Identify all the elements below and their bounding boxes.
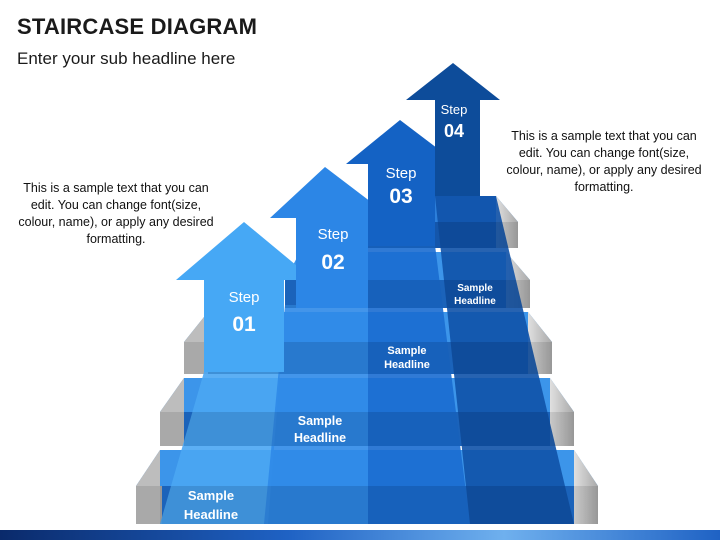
headline-3-line1: Sample — [387, 345, 426, 357]
lane-4 — [435, 196, 574, 524]
step-2-word: Step — [318, 226, 349, 243]
headline-3-line2: Headline — [384, 359, 430, 371]
headline-1-line1: Sample — [188, 488, 234, 503]
headline-2-line1: Sample — [298, 414, 343, 428]
headline-2-line2: Headline — [294, 431, 346, 445]
lane-1 — [160, 372, 280, 524]
step-1-number: 01 — [232, 313, 256, 336]
sample-text-left: This is a sample text that you can edit.… — [18, 181, 214, 246]
arrow-labels: Step 01 Step 02 Step 03 Step 04 — [229, 102, 468, 336]
sample-text-right: This is a sample text that you can edit.… — [506, 129, 702, 194]
headline-4-line1: Sample — [457, 283, 493, 294]
bottom-accent-bar — [0, 530, 720, 540]
lane-front-shade-2 — [184, 412, 574, 446]
lane-front-shade-1 — [160, 486, 598, 524]
arrow-step-1 — [176, 222, 314, 372]
lane-3 — [368, 245, 470, 524]
step-4-word: Step — [441, 102, 468, 117]
lane-2 — [264, 305, 368, 524]
stair-side-right-1 — [574, 450, 598, 524]
stair-side-left-block-2 — [160, 412, 184, 446]
step-3-word: Step — [386, 165, 417, 182]
stair-side-left-block-1 — [136, 486, 162, 524]
arrow-step-3 — [346, 120, 458, 246]
step-4-number: 04 — [444, 121, 464, 141]
page-title: STAIRCASE DIAGRAM — [17, 14, 258, 39]
step-headlines: Sample Headline Sample Headline Sample H… — [184, 283, 496, 522]
headline-1-line2: Headline — [184, 507, 238, 522]
arrow-step-2 — [270, 167, 392, 308]
step-3-number: 03 — [389, 185, 412, 208]
stair-side-right-2 — [550, 378, 574, 446]
arrow-step-4 — [406, 63, 500, 196]
arrows — [176, 63, 500, 372]
stair-lanes — [160, 196, 598, 524]
step-2-number: 02 — [321, 251, 344, 274]
step-1-word: Step — [229, 289, 260, 306]
headline-4-line2: Headline — [454, 296, 496, 307]
page-subtitle: Enter your sub headline here — [17, 49, 236, 68]
